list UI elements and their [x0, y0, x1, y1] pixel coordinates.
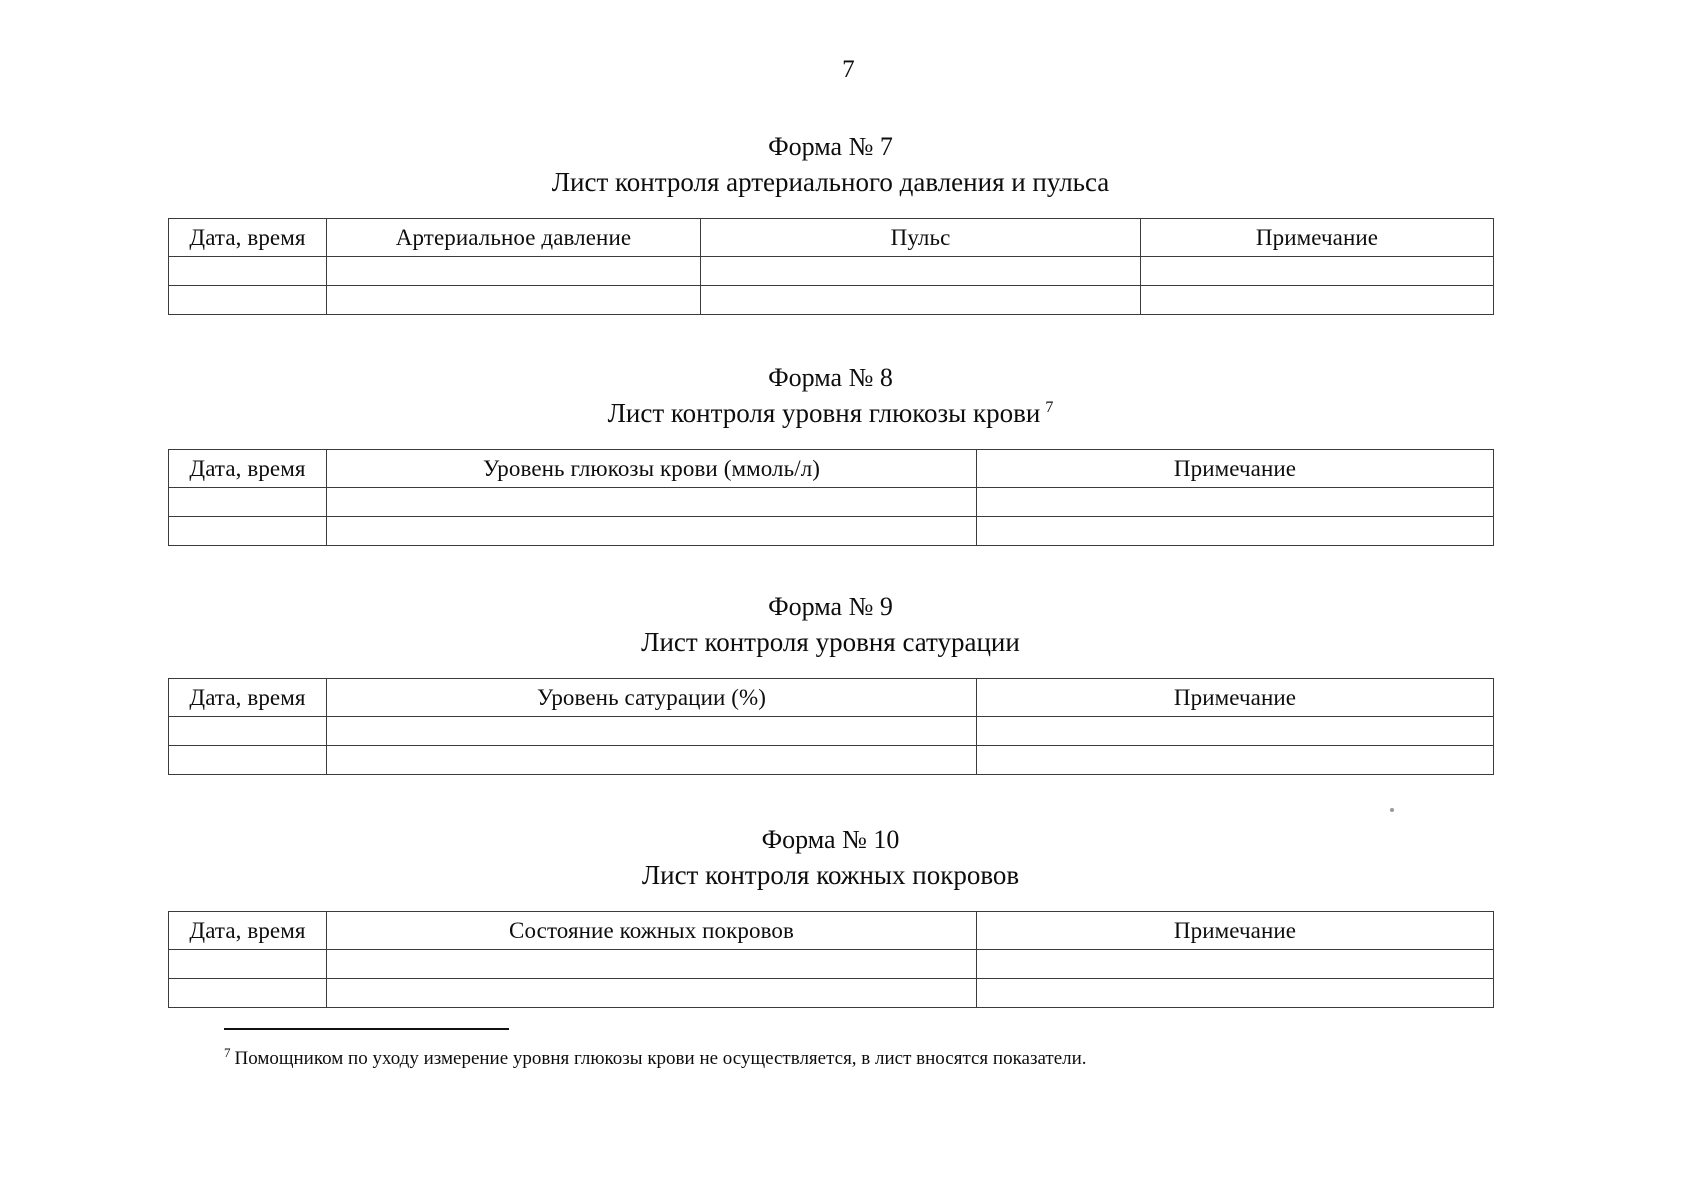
column-header-note: Примечание — [1140, 218, 1494, 257]
column-header-saturation-level: Уровень сатурации (%) — [326, 678, 977, 717]
cell-note[interactable] — [976, 487, 1494, 517]
footnote-number: 7 — [224, 1044, 231, 1060]
form-subtitle: Лист контроля кожных покровов — [168, 857, 1493, 893]
cell-saturation-level[interactable] — [326, 716, 977, 746]
column-header-skin-condition: Состояние кожных покровов — [326, 911, 977, 950]
column-header-note: Примечание — [976, 678, 1494, 717]
table-row[interactable] — [168, 285, 1494, 315]
control-table-saturation: Дата, время Уровень сатурации (%) Примеч… — [168, 678, 1494, 775]
cell-note[interactable] — [1140, 285, 1494, 315]
cell-date-time[interactable] — [168, 516, 327, 546]
cell-date-time[interactable] — [168, 949, 327, 979]
column-header-blood-pressure: Артериальное давление — [326, 218, 701, 257]
form-block-10: Форма № 10 Лист контроля кожных покровов… — [168, 823, 1494, 1008]
table-row[interactable] — [168, 516, 1494, 546]
table-row[interactable] — [168, 716, 1494, 746]
cell-date-time[interactable] — [168, 716, 327, 746]
block-spacer — [168, 315, 1493, 361]
cell-saturation-level[interactable] — [326, 745, 977, 775]
footnote-reference: 7 — [1045, 399, 1054, 416]
cell-note[interactable] — [976, 949, 1494, 979]
column-header-glucose-level: Уровень глюкозы крови (ммоль/л) — [326, 449, 977, 488]
cell-date-time[interactable] — [168, 285, 327, 315]
cell-blood-pressure[interactable] — [326, 285, 701, 315]
footnote-body: Помощником по уходу измерение уровня глю… — [234, 1048, 1087, 1069]
form-subtitle-text: Лист контроля уровня сатурации — [641, 627, 1020, 657]
cell-skin-condition[interactable] — [326, 949, 977, 979]
table-row[interactable] — [168, 487, 1494, 517]
cell-date-time[interactable] — [168, 745, 327, 775]
column-header-date-time: Дата, время — [168, 911, 327, 950]
form-subtitle-text: Лист контроля уровня глюкозы крови — [607, 398, 1041, 428]
table-header-row: Дата, время Уровень глюкозы крови (ммоль… — [168, 449, 1494, 488]
column-header-date-time: Дата, время — [168, 449, 327, 488]
form-block-7: Форма № 7 Лист контроля артериального да… — [168, 130, 1494, 315]
form-block-8: Форма № 8 Лист контроля уровня глюкозы к… — [168, 361, 1494, 546]
block-spacer — [168, 546, 1493, 590]
cell-date-time[interactable] — [168, 256, 327, 286]
cell-blood-pressure[interactable] — [326, 256, 701, 286]
column-header-note: Примечание — [976, 911, 1494, 950]
control-table-blood-glucose: Дата, время Уровень глюкозы крови (ммоль… — [168, 449, 1494, 546]
form-subtitle: Лист контроля уровня сатурации — [168, 624, 1493, 660]
cell-note[interactable] — [976, 716, 1494, 746]
form-subtitle: Лист контроля артериального давления и п… — [168, 164, 1493, 200]
form-block-9: Форма № 9 Лист контроля уровня сатурации… — [168, 590, 1494, 775]
scan-speck — [1390, 808, 1394, 812]
cell-pulse[interactable] — [700, 285, 1141, 315]
cell-skin-condition[interactable] — [326, 978, 977, 1008]
column-header-date-time: Дата, время — [168, 218, 327, 257]
form-title: Форма № 8 — [768, 363, 893, 392]
cell-date-time[interactable] — [168, 978, 327, 1008]
form-title: Форма № 10 — [761, 825, 900, 854]
column-header-pulse: Пульс — [700, 218, 1141, 257]
page-number: 7 — [842, 56, 855, 83]
cell-note[interactable] — [976, 516, 1494, 546]
table-row[interactable] — [168, 256, 1494, 286]
table-row[interactable] — [168, 949, 1494, 979]
cell-note[interactable] — [976, 745, 1494, 775]
column-header-date-time: Дата, время — [168, 678, 327, 717]
form-title: Форма № 7 — [768, 132, 893, 161]
column-header-note: Примечание — [976, 449, 1494, 488]
table-row[interactable] — [168, 978, 1494, 1008]
footnote-separator-rule — [224, 1028, 509, 1030]
control-table-blood-pressure-pulse: Дата, время Артериальное давление Пульс … — [168, 218, 1494, 315]
table-header-row: Дата, время Состояние кожных покровов Пр… — [168, 911, 1494, 950]
cell-date-time[interactable] — [168, 487, 327, 517]
cell-glucose-level[interactable] — [326, 516, 977, 546]
form-title: Форма № 9 — [768, 592, 893, 621]
form-subtitle-text: Лист контроля артериального давления и п… — [551, 167, 1110, 197]
control-table-skin-condition: Дата, время Состояние кожных покровов Пр… — [168, 911, 1494, 1008]
block-spacer — [168, 775, 1493, 823]
cell-note[interactable] — [1140, 256, 1494, 286]
cell-glucose-level[interactable] — [326, 487, 977, 517]
cell-pulse[interactable] — [700, 256, 1141, 286]
table-header-row: Дата, время Уровень сатурации (%) Примеч… — [168, 678, 1494, 717]
table-row[interactable] — [168, 745, 1494, 775]
table-header-row: Дата, время Артериальное давление Пульс … — [168, 218, 1494, 257]
form-subtitle-text: Лист контроля кожных покровов — [641, 860, 1020, 890]
forms-container: Форма № 7 Лист контроля артериального да… — [168, 130, 1494, 1008]
cell-note[interactable] — [976, 978, 1494, 1008]
